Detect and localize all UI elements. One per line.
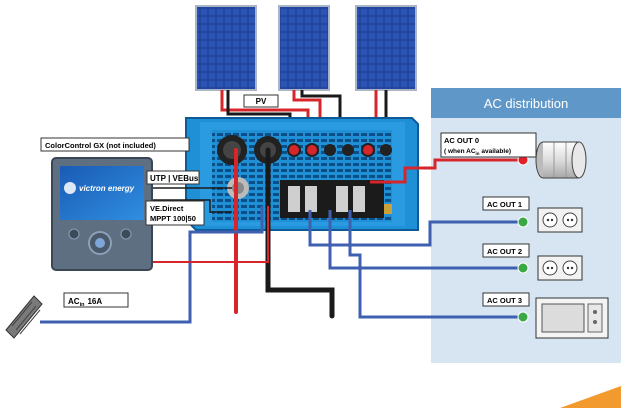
label-pv: PV (243, 94, 279, 108)
ac-distribution-header (431, 88, 621, 118)
solar-panel-3 (355, 5, 417, 91)
svg-text:MPPT 100|50: MPPT 100|50 (150, 214, 196, 223)
color-control-gx (51, 157, 153, 271)
multiplus-inverter (185, 117, 419, 231)
gx-data-cables (150, 187, 232, 213)
svg-text:AC OUT 2: AC OUT 2 (487, 247, 522, 256)
svg-text:UTP | VEBus: UTP | VEBus (150, 174, 199, 183)
svg-text:PV: PV (256, 97, 267, 106)
svg-text:AC OUT 1: AC OUT 1 (487, 200, 522, 209)
socket-outlet-2 (537, 255, 583, 281)
label-ac-out2: AC OUT 2 (482, 243, 530, 258)
drum-appliance (535, 141, 587, 179)
ac-blue-cables (40, 206, 523, 324)
ac-out1-dot (517, 216, 529, 228)
ac-input-plug (5, 295, 43, 339)
label-ve-direct: VE.Direct MPPT 100|50 (145, 200, 205, 226)
ac-distribution-title: AC distribution (484, 96, 569, 111)
ac-out0-cable (370, 158, 523, 184)
gx-brand-text: victron energy (79, 184, 135, 193)
label-ac-out1: AC OUT 1 (482, 196, 530, 211)
svg-text:AC OUT 3: AC OUT 3 (487, 296, 522, 305)
gx-signal-cable (150, 206, 269, 263)
svg-text:ColorControl GX (not included): ColorControl GX (not included) (45, 141, 156, 150)
solar-panel-1 (195, 5, 257, 91)
ac-out2-dot (517, 262, 529, 274)
ac-out3-dot (517, 311, 529, 323)
label-utp: UTP | VEBus (146, 170, 200, 185)
microwave-appliance (535, 297, 609, 339)
label-color-control: ColorControl GX (not included) (40, 137, 190, 152)
label-ac-out0: AC OUT 0 ( when ACin available) (440, 132, 537, 158)
label-ac-out3: AC OUT 3 (482, 292, 530, 307)
solar-panel-2 (278, 5, 330, 91)
corner-accent (560, 386, 621, 408)
svg-text:( when ACin available): ( when ACin available) (444, 148, 511, 156)
socket-outlet-1 (537, 207, 583, 233)
svg-text:AC OUT 0: AC OUT 0 (444, 136, 479, 145)
svg-text:VE.Direct: VE.Direct (150, 204, 184, 213)
